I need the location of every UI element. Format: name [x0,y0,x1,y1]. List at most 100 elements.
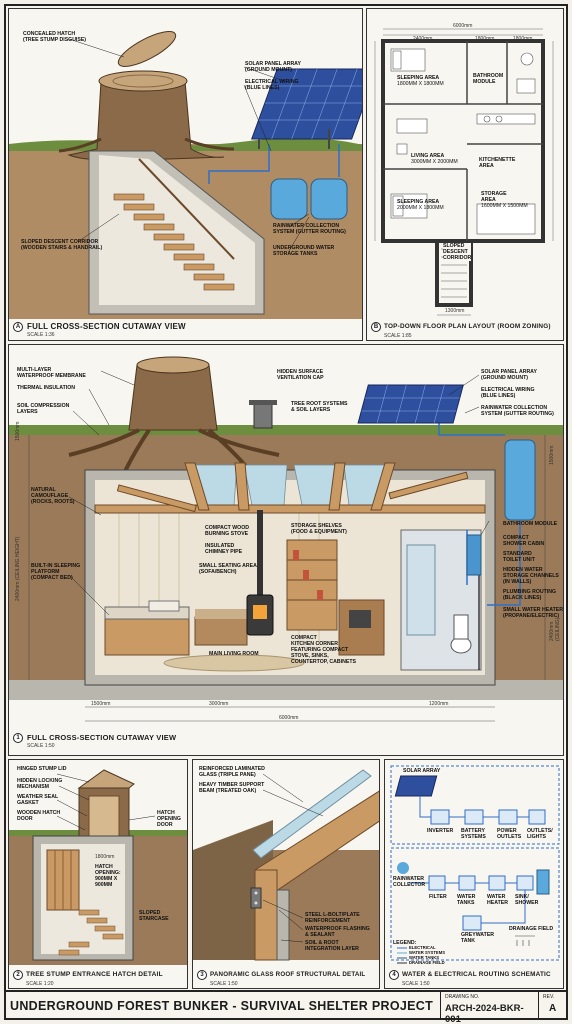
label-main-solar: SOLAR PANEL ARRAY(GROUND MOUNT) [481,369,537,381]
schematic-drainage: DRAINAGE FIELD [509,926,554,932]
schematic-inverter: INVERTER [427,828,454,834]
label-thermal-insulation: THERMAL INSULATION [17,385,76,391]
label-storage-shelves: STORAGE SHELVES(FOOD & EQUIPMENT) [291,523,347,535]
schematic-legend-title: LEGEND: [393,940,417,946]
drawing-number-label: DRAWING NO. [445,994,480,1000]
plan-dim-top-right: 1800mm [513,36,533,42]
project-title: UNDERGROUND FOREST BUNKER - SURVIVAL SHE… [10,999,434,1013]
schematic-sink: SINK/SHOWER [515,894,539,906]
room-living: LIVING AREA3000mm x 2000mm [411,153,458,165]
main-dim-left-b: 2400mm (CEILING HEIGHT) [15,536,21,601]
drawing-number-cell: DRAWING NO. ARCH-2024-BKR-001 [440,992,538,1024]
main-dim-bottom-total: 6000mm [279,715,299,721]
panel-b-marker: B [371,322,381,332]
label-plumbing-routing: PLUMBING ROUTING(BLACK LINES) [503,589,557,601]
label-concealed-hatch: CONCEALED HATCH(TREE STUMP DISGUISE) [23,31,87,43]
label-tree-roots: TREE ROOT SYSTEMS& SOIL LAYERS [291,401,348,413]
revision-value: A [549,1003,557,1014]
main-dim-bottom-c: 1200mm [429,701,449,707]
panel-a-scale: SCALE 1:36 [27,332,55,338]
revision-label: REV. [543,994,555,1000]
room-sleeping-bottom: SLEEPING AREA2000mm x 1800mm [397,199,444,211]
panel-4-diagram [390,765,560,964]
panel-a-title: FULL CROSS-SECTION CUTAWAY VIEW [27,322,186,331]
label-bathroom-module: BATHROOM MODULE [503,521,558,527]
label-water-heater: SMALL WATER HEATER(PROPANE/ELECTRIC) [503,607,563,619]
label-descent-corridor: SLOPED DESCENT CORRIDOR(WOODEN STAIRS & … [21,239,103,251]
label-electrical-wiring: ELECTRICAL WIRING(BLUE LINES) [245,79,299,91]
panel-main-marker: 1 [13,733,23,743]
schematic-filter: FILTER [429,894,447,900]
panel-3-marker: 3 [197,970,207,980]
room-sleeping-top: SLEEPING AREA1800mm x 1800mm [397,75,444,87]
panel-4-scale: SCALE 1:50 [402,981,430,987]
schematic-lights: OUTLETS/LIGHTS [527,828,553,840]
panel-b-title: TOP-DOWN FLOOR PLAN LAYOUT (ROOM ZONING) [384,323,551,330]
main-dim-bottom-a: 1500mm [91,701,111,707]
panel-a-cutaway: CONCEALED HATCH(TREE STUMP DISGUISE) SOL… [8,8,363,341]
panel-3-title: PANORAMIC GLASS ROOF STRUCTURAL DETAIL [210,971,366,978]
room-storage: STORAGEAREA1600mm x 1500mm [481,191,528,209]
panel-3-scale: SCALE 1:50 [210,981,238,987]
panel-a-illustration [9,31,362,319]
label-seating-area: SMALL SEATING AREA(SOFA/BENCH) [199,563,257,575]
plan-dim-top-mid: 1800mm [475,36,495,42]
main-dim-right-a: 1500mm [549,445,555,465]
panel-2-illustration [9,769,187,965]
label-waterproof-flashing: WATERPROOF FLASHING& SEALANT [305,926,370,938]
label-solar-array: SOLAR PANEL ARRAY(GROUND MOUNT) [245,61,301,73]
panel-b-floor-plan: 6000mm 2400mm 1800mm 1800mm SLEEPING ARE… [366,8,564,341]
panel-b-scale: SCALE 1:85 [384,333,412,339]
drawing-number: ARCH-2024-BKR-001 [445,1003,524,1024]
panel-main-scale: SCALE 1:50 [27,743,55,749]
plan-dim-bottom: 1300mm [445,308,465,314]
title-block: UNDERGROUND FOREST BUNKER - SURVIVAL SHE… [4,990,568,1024]
label-main-wiring: ELECTRICAL WIRING(BLUE LINES) [481,387,535,399]
label-main-living-room: MAIN LIVING ROOM [209,651,259,657]
main-dim-left-a: 1500mm [15,421,21,441]
main-dim-bottom-b: 3000mm [209,701,229,707]
main-section-illustration [9,345,563,722]
schematic-solar: SOLAR ARRAY [403,768,441,774]
revision-cell: REV. A [538,992,568,1020]
panel-2-title: TREE STUMP ENTRANCE HATCH DETAIL [26,971,163,978]
hatch-dim: 1800mm [95,854,115,860]
panel-2-scale: SCALE 1:20 [26,981,54,987]
panel-b-plan-drawing [374,28,554,316]
